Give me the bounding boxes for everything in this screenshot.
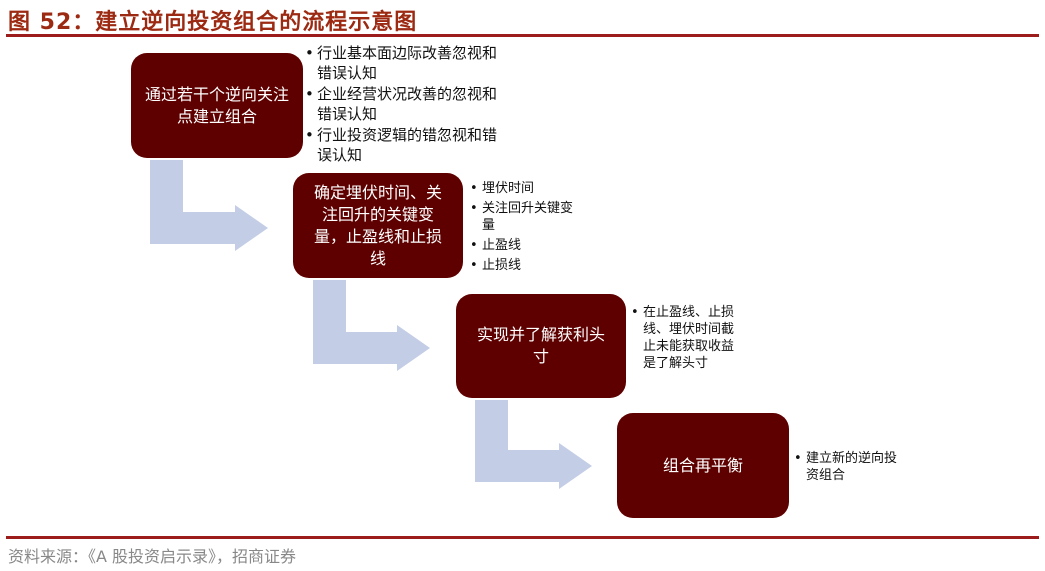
note: 在止盈线、止损线、埋伏时间截止未能获取收益是了解头寸 bbox=[631, 304, 736, 372]
arrow-2 bbox=[313, 280, 430, 371]
step-2-box: 确定埋伏时间、关注回升的关键变量，止盈线和止损线 bbox=[293, 173, 463, 278]
footer-rule bbox=[6, 536, 1039, 539]
note: 关注回升关键变量 bbox=[470, 200, 580, 234]
title-rule bbox=[6, 34, 1039, 37]
step-3-notes: 在止盈线、止损线、埋伏时间截止未能获取收益是了解头寸 bbox=[631, 304, 736, 375]
step-1-notes: 行业基本面边际改善忽视和错误认知 企业经营状况改善的忽视和错误认知 行业投资逻辑… bbox=[305, 43, 505, 166]
step-2-notes: 埋伏时间 关注回升关键变量 止盈线 止损线 bbox=[470, 180, 580, 277]
note: 止损线 bbox=[470, 257, 580, 274]
step-1-box: 通过若干个逆向关注点建立组合 bbox=[131, 53, 303, 158]
arrow-3 bbox=[475, 400, 592, 489]
arrow-1 bbox=[150, 160, 268, 251]
note: 行业投资逻辑的错忽视和错误认知 bbox=[305, 125, 505, 165]
step-3-box: 实现并了解获利头寸 bbox=[456, 294, 626, 398]
source-note: 资料来源：《A 股投资启示录》，招商证券 bbox=[8, 547, 297, 566]
note: 埋伏时间 bbox=[470, 180, 580, 197]
note: 建立新的逆向投资组合 bbox=[794, 450, 904, 484]
note: 企业经营状况改善的忽视和错误认知 bbox=[305, 84, 505, 124]
step-4-notes: 建立新的逆向投资组合 bbox=[794, 450, 904, 487]
note: 行业基本面边际改善忽视和错误认知 bbox=[305, 43, 505, 83]
step-4-box: 组合再平衡 bbox=[617, 413, 789, 518]
note: 止盈线 bbox=[470, 237, 580, 254]
figure-title: 图 52：建立逆向投资组合的流程示意图 bbox=[8, 10, 418, 35]
